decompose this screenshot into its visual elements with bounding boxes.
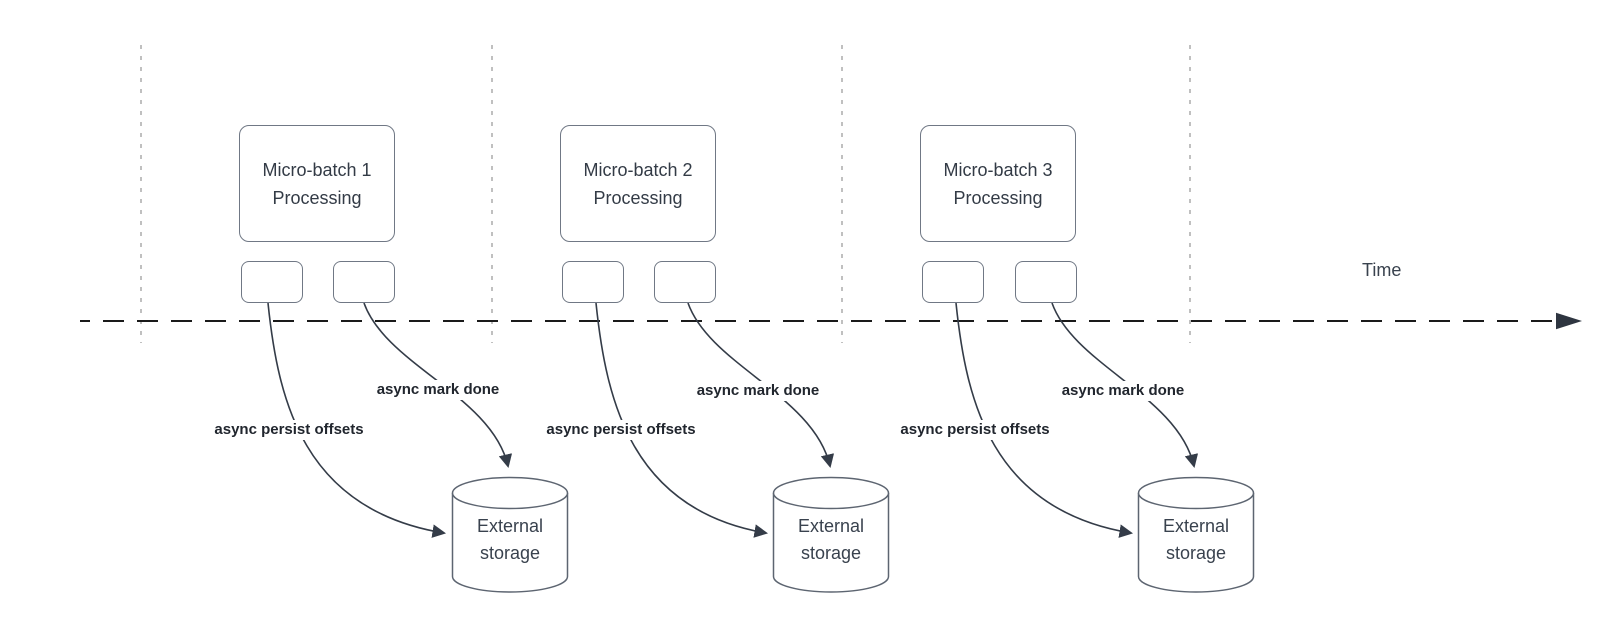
external-storage-label: External storage <box>797 516 865 563</box>
persist-offsets-arrow-1 <box>267 302 447 538</box>
processing-box-1: Micro-batch 1 Processing <box>239 125 395 242</box>
processing-box-2: Micro-batch 2 Processing <box>560 125 716 242</box>
persist-offsets-arrow-3 <box>955 302 1134 538</box>
external-storage-label: External storage <box>1162 516 1230 563</box>
processing-box-label: Micro-batch 3 Processing <box>943 159 1053 208</box>
persist-task-box-1 <box>241 261 303 303</box>
time-label: Time <box>1362 260 1402 280</box>
external-storage-cylinder-1: External storage <box>451 476 569 594</box>
external-storage-cylinder-2: External storage <box>772 476 890 594</box>
persist-offsets-arrow-2 <box>595 302 769 538</box>
processing-box-label: Micro-batch 2 Processing <box>583 159 693 208</box>
cylinder-shape-icon <box>772 476 890 593</box>
async-persist-offsets-label: async persist offsets <box>895 420 1055 440</box>
persist-task-box-2 <box>562 261 624 303</box>
cylinder-shape-icon <box>1137 476 1255 593</box>
timeline-arrowhead-icon <box>1556 312 1582 330</box>
external-storage-cylinder-3: External storage <box>1137 476 1255 594</box>
persist-task-box-3 <box>922 261 984 303</box>
processing-box-3: Micro-batch 3 Processing <box>920 125 1076 242</box>
processing-box-label: Micro-batch 1 Processing <box>262 159 372 208</box>
async-mark-done-label: async mark done <box>371 380 505 400</box>
mark-done-task-box-1 <box>333 261 395 303</box>
cylinder-shape-icon <box>451 476 569 593</box>
async-persist-offsets-label: async persist offsets <box>541 420 701 440</box>
external-storage-label: External storage <box>476 516 544 563</box>
async-mark-done-label: async mark done <box>691 381 825 401</box>
async-persist-offsets-label: async persist offsets <box>209 420 369 440</box>
async-mark-done-label: async mark done <box>1056 381 1190 401</box>
mark-done-task-box-2 <box>654 261 716 303</box>
mark-done-task-box-3 <box>1015 261 1077 303</box>
